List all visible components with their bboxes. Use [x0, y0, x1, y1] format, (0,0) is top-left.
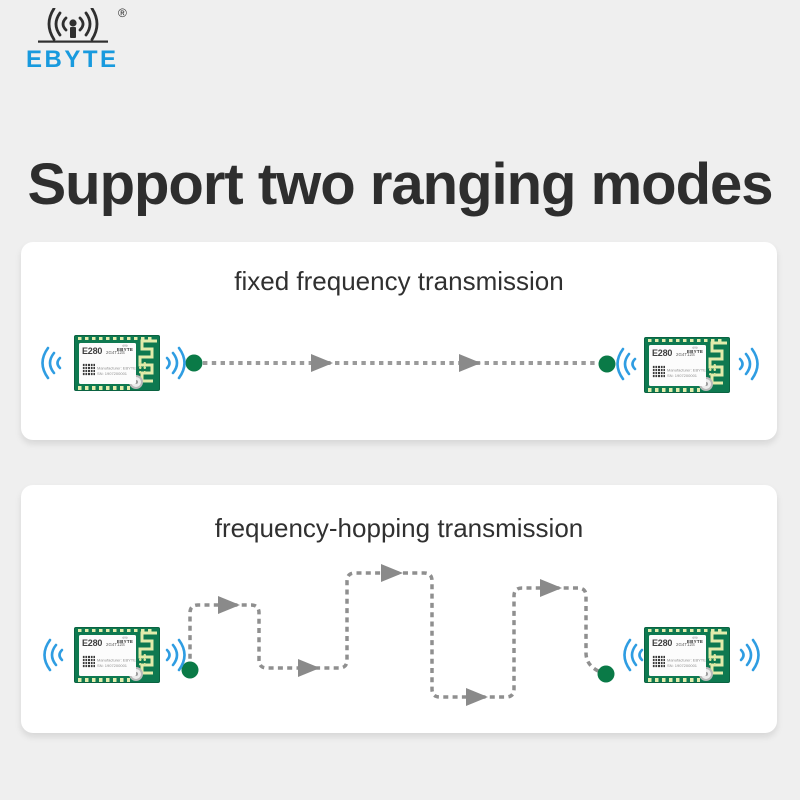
castellated-pads [78, 336, 155, 340]
arrow-right-icon [466, 688, 488, 706]
arrow-right-icon [298, 659, 320, 677]
solder-pads [138, 361, 147, 374]
serial-line: SN: 1907200001 [97, 371, 128, 376]
serial-line: SN: 1907200001 [667, 373, 698, 378]
antenna-logo-icon [38, 8, 108, 43]
manufacturer-line: Manufacturer: EBYTE [97, 658, 136, 663]
manufacturer-line: Manufacturer: EBYTE [667, 368, 706, 373]
radio-waves-left-icon [39, 344, 65, 382]
radio-waves-left-icon [614, 345, 640, 383]
brand-header: ® EBYTE [26, 6, 138, 73]
module-brand: ((•)) EBYTE [116, 344, 134, 352]
radio-waves-left-icon [41, 636, 67, 674]
castellated-pads [648, 388, 700, 392]
module-info: Manufacturer: EBYTE SN: 1907200001 [667, 368, 722, 379]
panel-fixed-frequency: fixed frequency transmission E280 2G4T12… [21, 242, 777, 440]
mini-antenna-icon: ((•)) [122, 636, 128, 640]
manufacturer-line: Manufacturer: EBYTE [97, 366, 136, 371]
endpoint-dot [598, 355, 616, 373]
endpoint-dot [181, 661, 199, 679]
registered-mark: ® [118, 6, 127, 20]
mini-antenna-icon: ((•)) [692, 346, 698, 350]
module-variant: 2G4T12S [106, 349, 125, 355]
rf-module: E280 2G4T12S ((•)) EBYTE Manufacturer: E… [644, 337, 730, 393]
fixed-transmission-diagram [185, 354, 616, 373]
radio-waves-right-icon [162, 344, 188, 382]
module-label: E280 2G4T12S ((•)) EBYTE Manufacturer: E… [79, 343, 136, 384]
module-model: E280 [652, 638, 673, 648]
radio-waves-left-icon [621, 636, 647, 674]
serial-line: SN: 1907200001 [667, 663, 698, 668]
solder-pads [138, 653, 147, 666]
endpoint-dot [185, 354, 203, 372]
module-info: Manufacturer: EBYTE SN: 1907200001 [97, 366, 152, 377]
qr-code-icon [652, 655, 665, 668]
arrow-right-icon [381, 564, 403, 582]
radio-waves-right-icon [162, 636, 188, 674]
mini-antenna-icon: ((•)) [692, 636, 698, 640]
qr-code-icon [82, 655, 95, 668]
arrow-right-icon [311, 354, 333, 372]
module-brand: ((•)) EBYTE [686, 346, 704, 354]
rf-module: E280 2G4T12S ((•)) EBYTE Manufacturer: E… [74, 335, 160, 391]
arrow-right-icon [459, 354, 481, 372]
arrow-right-icon [540, 579, 562, 597]
hopping-path [188, 571, 604, 699]
manufacturer-line: Manufacturer: EBYTE [667, 658, 706, 663]
panel-frequency-hopping: frequency-hopping transmission E280 2G4T… [21, 485, 777, 733]
endpoint-dot [597, 665, 615, 683]
castellated-pads [648, 628, 725, 632]
mini-antenna-icon: ((•)) [122, 344, 128, 348]
solder-pads [708, 363, 717, 376]
panel-title: fixed frequency transmission [234, 266, 564, 296]
castellated-pads [78, 678, 130, 682]
brand-name: EBYTE [26, 46, 119, 73]
module-model: E280 [82, 346, 103, 356]
castellated-pads [78, 628, 155, 632]
module-brand: ((•)) EBYTE [116, 636, 134, 644]
module-model: E280 [652, 348, 673, 358]
module-label: E280 2G4T12S ((•)) EBYTE Manufacturer: E… [649, 345, 706, 386]
module-variant: 2G4T12S [106, 641, 125, 647]
castellated-pads [78, 386, 130, 390]
hopping-transmission-diagram [181, 564, 615, 706]
panel-title: frequency-hopping transmission [214, 513, 584, 543]
module-info: Manufacturer: EBYTE SN: 1907200001 [667, 658, 722, 669]
module-model: E280 [82, 638, 103, 648]
castellated-pads [648, 678, 700, 682]
module-variant: 2G4T12S [676, 641, 695, 647]
radio-waves-right-icon [736, 636, 762, 674]
rf-module: E280 2G4T12S ((•)) EBYTE Manufacturer: E… [74, 627, 160, 683]
rf-module: E280 2G4T12S ((•)) EBYTE Manufacturer: E… [644, 627, 730, 683]
arrow-right-icon [218, 596, 240, 614]
module-label: E280 2G4T12S ((•)) EBYTE Manufacturer: E… [649, 635, 706, 676]
qr-code-icon [82, 363, 95, 376]
radio-waves-right-icon [735, 345, 761, 383]
module-label: E280 2G4T12S ((•)) EBYTE Manufacturer: E… [79, 635, 136, 676]
solder-pads [708, 653, 717, 666]
serial-line: SN: 1907200001 [97, 663, 128, 668]
page-title: Support two ranging modes [27, 151, 773, 217]
module-variant: 2G4T12S [676, 351, 695, 357]
module-brand: ((•)) EBYTE [686, 636, 704, 644]
qr-code-icon [652, 365, 665, 378]
module-info: Manufacturer: EBYTE SN: 1907200001 [97, 658, 152, 669]
castellated-pads [648, 338, 725, 342]
